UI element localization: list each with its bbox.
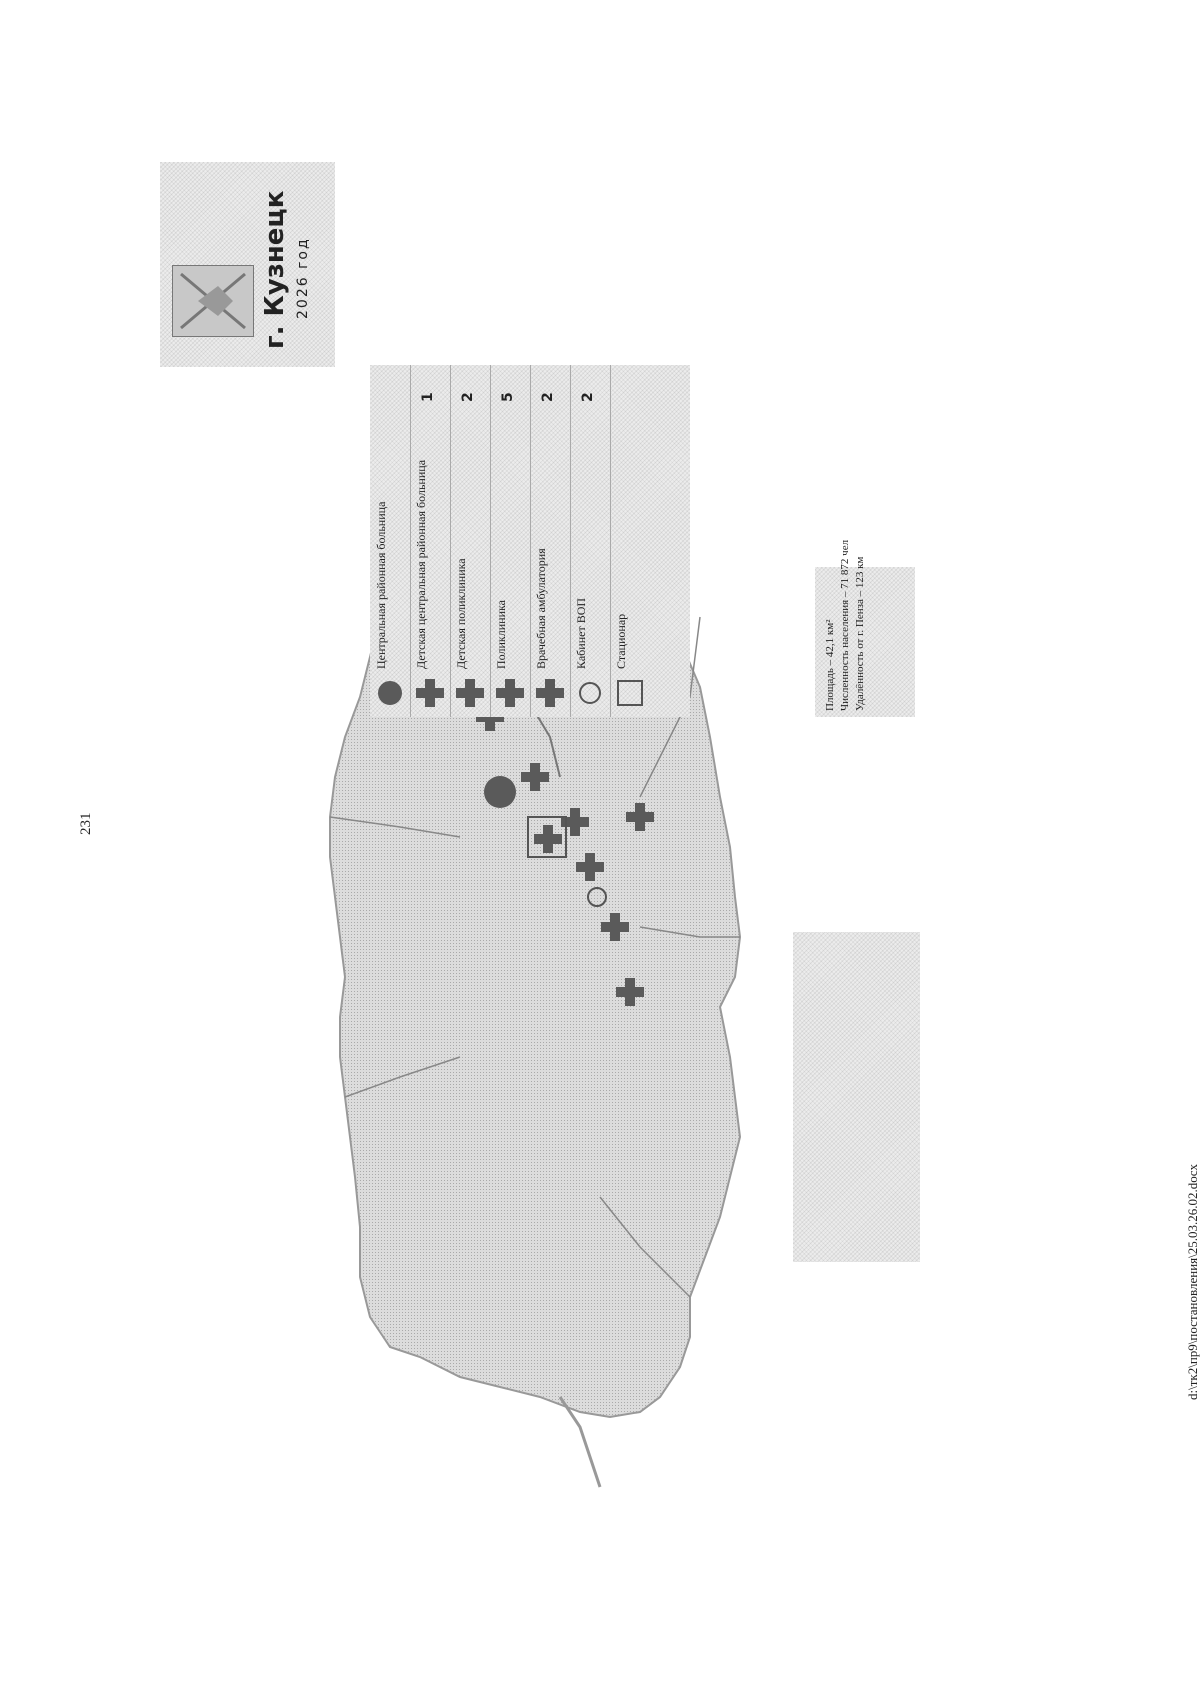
cross-icon	[416, 679, 444, 707]
legend-label: Детская поликлиника	[454, 558, 468, 669]
legend-row: Поликлиника 5	[490, 365, 531, 717]
stat-distance: Удалённость от г. Пенза – 123 км	[854, 556, 866, 711]
square-outline-icon	[617, 680, 643, 706]
legend-row: Детская центральная районная больница 1	[410, 365, 451, 717]
legend-label: Поликлиника	[494, 600, 508, 669]
legend-row: Врачебная амбулатория 2	[530, 365, 571, 717]
city-territory	[329, 485, 742, 1419]
legend-panel: Центральная районная больница Детская це…	[370, 365, 690, 717]
cross-icon	[496, 679, 524, 707]
legend-label: Центральная районная больница	[374, 501, 388, 669]
stat-area: Площадь – 42,1 км²	[824, 619, 836, 711]
legend-count: 2	[580, 392, 596, 402]
legend-label: Стационар	[614, 613, 628, 669]
road-line	[639, 926, 740, 938]
river-tail	[558, 1396, 602, 1488]
legend-label: Детская центральная районная больница	[414, 459, 428, 669]
cross-icon	[456, 679, 484, 707]
year-subtitle: 2026 год	[295, 237, 311, 319]
hospital-frame-marker	[527, 816, 567, 858]
circle-outline-icon	[579, 682, 601, 704]
legend-count: 2	[460, 392, 476, 402]
road-line	[599, 1196, 691, 1298]
legend-row: Центральная районная больница	[370, 365, 411, 717]
legend-row: Кабинет ВОП 2	[570, 365, 611, 717]
blank-panel	[793, 932, 920, 1262]
city-emblem	[172, 265, 254, 337]
legend-count: 2	[540, 392, 556, 402]
city-title: г. Кузнецк	[260, 190, 290, 349]
legend-row: Стационар	[610, 365, 656, 717]
cross-icon	[536, 679, 564, 707]
stats-panel: Площадь – 42,1 км² Численность населения…	[815, 539, 915, 717]
road-line	[639, 616, 701, 798]
legend-row: Детская поликлиника 2	[450, 365, 491, 717]
header-panel: г. Кузнецк 2026 год	[160, 162, 335, 367]
stat-population: Численность населения – 71 872 чел	[839, 539, 851, 711]
hospital-marker	[484, 776, 516, 808]
road-line	[344, 1056, 461, 1098]
legend-count: 1	[420, 392, 436, 402]
gp-office-marker	[587, 887, 607, 907]
legend-label: Врачебная амбулатория	[534, 548, 548, 669]
circle-filled-icon	[378, 681, 402, 705]
legend-count: 5	[500, 392, 516, 402]
road-line	[329, 816, 461, 838]
legend-label: Кабинет ВОП	[574, 597, 588, 669]
emblem-icon	[173, 266, 253, 336]
